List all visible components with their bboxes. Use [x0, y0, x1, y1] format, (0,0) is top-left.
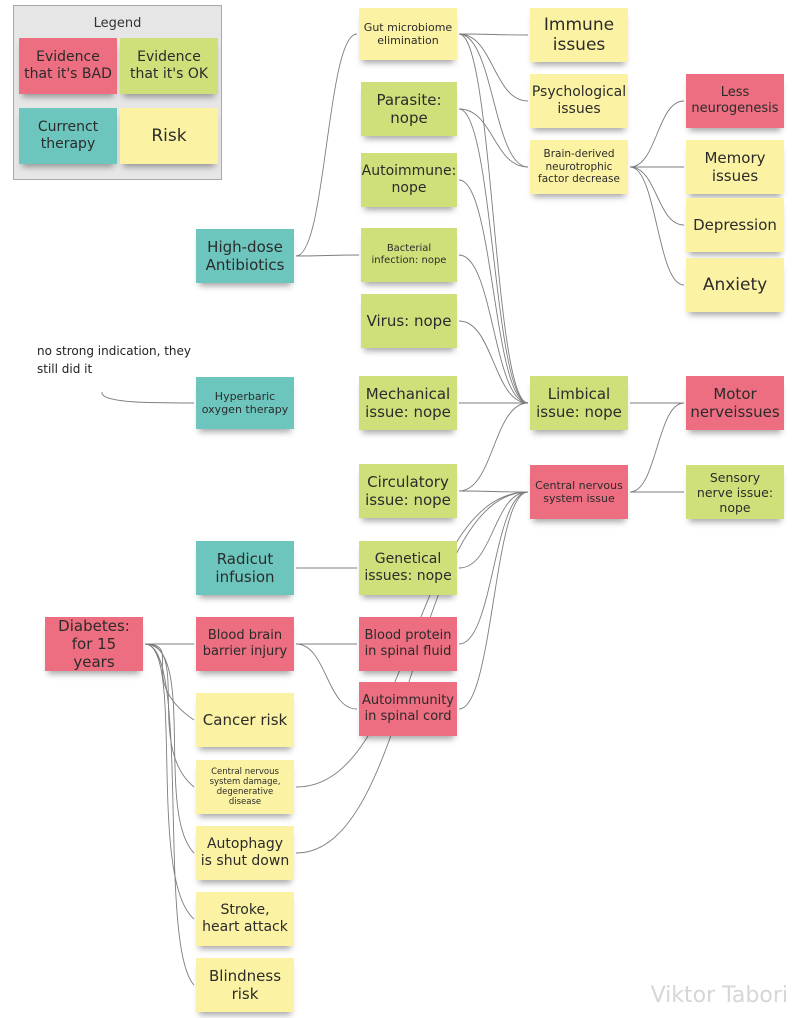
connector-circulatory-cns — [458, 490, 529, 493]
node-cns-damage[interactable]: Central nervous system damage, degenerat… — [196, 760, 294, 814]
node-autoimmunity-spinal[interactable]: Autoimmunity in spinal cord — [359, 682, 457, 736]
node-virus[interactable]: Virus: nope — [361, 294, 457, 348]
connector-bacterial-limbical — [458, 254, 529, 404]
node-autoimmune[interactable]: Autoimmune: nope — [361, 153, 457, 207]
node-mechanical[interactable]: Mechanical issue: nope — [359, 376, 457, 430]
node-radicut[interactable]: Radicut infusion — [196, 541, 294, 595]
node-bdnf-decrease[interactable]: Brain-derived neurotrophic factor decrea… — [530, 140, 628, 194]
connector-gut-psych — [458, 33, 529, 102]
connector-autoimmune-limbical — [458, 179, 529, 404]
node-psychological-issues[interactable]: Psychological issues — [530, 74, 628, 128]
node-circulatory[interactable]: Circulatory issue: nope — [359, 464, 457, 518]
node-sensory-nerve[interactable]: Sensory nerve issue: nope — [686, 465, 784, 519]
node-anxiety[interactable]: Anxiety — [686, 258, 784, 312]
node-blood-protein[interactable]: Blood protein in spinal fluid — [359, 617, 457, 671]
connector-bdnf-neurogenesis — [629, 100, 685, 168]
connector-genetical-cns — [458, 491, 529, 569]
node-high-dose-antibiotics[interactable]: High-dose Antibiotics — [196, 229, 294, 283]
node-memory-issues[interactable]: Memory issues — [686, 140, 784, 194]
connector-cns-motor — [629, 402, 685, 493]
connector-antibiotics-bacterial — [295, 254, 360, 257]
node-immune-issues[interactable]: Immune issues — [530, 8, 628, 62]
node-motor-nerve[interactable]: Motor nerveissues — [686, 376, 784, 430]
connector-autoimmunity-cns — [458, 491, 529, 710]
connector-virus-limbical — [458, 320, 529, 404]
author-signature: Viktor Tabori — [650, 983, 788, 1008]
legend: Legend Evidence that it's BAD Evidence t… — [13, 5, 222, 180]
connector-gut-bdnf — [458, 33, 529, 168]
legend-risk: Risk — [120, 108, 218, 164]
legend-ok: Evidence that it's OK — [120, 38, 218, 94]
connector-bdnf-anxiety — [629, 166, 685, 286]
node-autophagy[interactable]: Autophagy is shut down — [196, 826, 294, 880]
node-blindness[interactable]: Blindness risk — [196, 958, 294, 1012]
node-cns-issue[interactable]: Central nervous system issue — [530, 465, 628, 519]
connector-diabetes-cnsdamage — [144, 643, 195, 788]
connector-diabetes-blindness — [144, 643, 195, 986]
node-hyperbaric[interactable]: Hyperbaric oxygen therapy — [196, 377, 294, 429]
connector-parasite-limbical — [458, 108, 529, 404]
node-diabetes[interactable]: Diabetes: for 15 years — [45, 617, 143, 671]
connector-circulatory-limbical — [458, 402, 529, 492]
node-parasite[interactable]: Parasite: nope — [361, 82, 457, 136]
connector-diabetes-stroke — [144, 643, 195, 920]
node-genetical[interactable]: Genetical issues: nope — [359, 541, 457, 595]
legend-bad: Evidence that it's BAD — [19, 38, 117, 94]
node-stroke[interactable]: Stroke, heart attack — [196, 892, 294, 946]
connector-bbb-autoimmunity — [295, 643, 358, 710]
connector-gut-immune — [458, 33, 529, 36]
connector-parasite-bdnf — [458, 108, 529, 168]
connector-diabetes-autophagy — [144, 643, 195, 854]
connector-bdnf-depression — [629, 166, 685, 226]
node-gut-microbiome[interactable]: Gut microbiome elimination — [359, 8, 457, 60]
node-blood-brain-barrier[interactable]: Blood brain barrier injury — [196, 617, 294, 671]
node-limbical[interactable]: Limbical issue: nope — [530, 376, 628, 430]
node-cancer-risk[interactable]: Cancer risk — [196, 693, 294, 747]
connector-antibiotics-gut — [295, 33, 358, 257]
connector-bloodprotein-cns — [458, 491, 529, 645]
connector-hyperbaric-annotation — [101, 391, 195, 404]
node-depression[interactable]: Depression — [686, 198, 784, 252]
legend-title: Legend — [93, 16, 142, 31]
connector-gut-limbical — [458, 33, 529, 404]
node-bacterial-infection[interactable]: Bacterial infection: nope — [361, 228, 457, 282]
connector-diabetes-cancer — [144, 643, 195, 721]
annotation-text: no strong indication, they still did it — [37, 344, 192, 376]
node-less-neurogenesis[interactable]: Less neurogenesis — [686, 74, 784, 128]
legend-therapy: Currenct therapy — [19, 108, 117, 164]
